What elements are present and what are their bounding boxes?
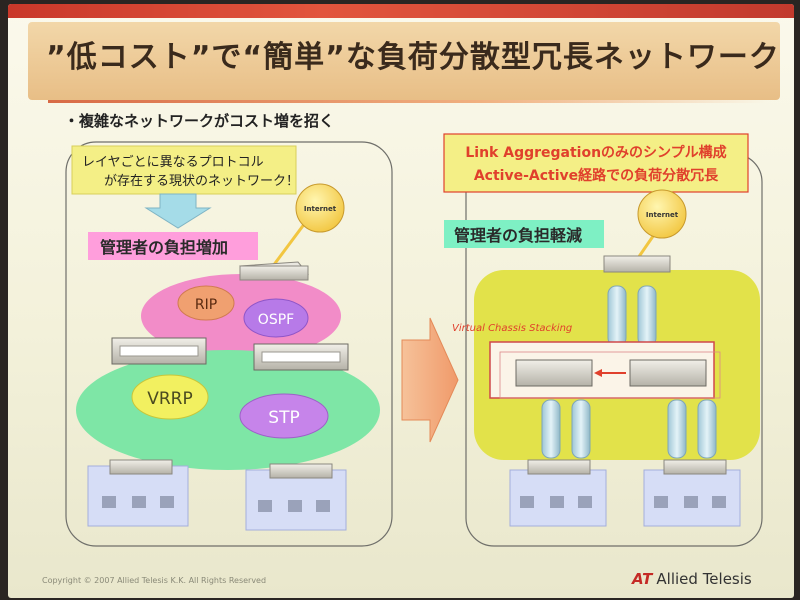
left-callout-line2: が存在する現状のネットワーク！ [104, 174, 299, 189]
left-pc-icon-1 [102, 496, 116, 508]
footer-copyright: Copyright © 2007 Allied Telesis K.K. All… [42, 576, 267, 585]
left-dist-switch-1-ports [119, 345, 199, 357]
left-pc-icon-6 [316, 500, 330, 512]
right-pc-icon-4 [654, 496, 668, 508]
right-header-box [443, 133, 749, 193]
right-header-line2: Active-Active経路での負荷分散冗長 [474, 167, 719, 184]
down-arrow-icon [144, 193, 212, 229]
network-diagram: レイヤごとに異なるプロトコル が存在する現状のネットワーク！ 管理者の負担増加 … [65, 133, 763, 547]
transition-arrow-icon [401, 317, 459, 443]
left-internet-label: Internet [304, 205, 337, 213]
left-pc-icon-4 [258, 500, 272, 512]
uplink-lag-1 [607, 285, 627, 347]
vcs-stack-arrowhead-icon [594, 369, 602, 377]
rip-bubble [177, 285, 235, 321]
left-pc-icon-5 [288, 500, 302, 512]
downlink-lag-1 [541, 399, 561, 459]
right-access-switch-2-icon [663, 459, 727, 475]
left-burden-label: 管理者の負担増加 [100, 238, 228, 257]
left-panel-frame [65, 141, 393, 547]
right-burden-label: 管理者の負担軽減 [454, 226, 582, 245]
brand-mark-icon: AT [632, 570, 653, 588]
left-internet-link [271, 218, 310, 267]
vcs-switch-1-icon [515, 359, 593, 387]
right-pc-icon-3 [578, 496, 592, 508]
title-underline [48, 100, 768, 103]
left-dist-switch-2-ports [261, 351, 341, 363]
vrrp-label: VRRP [147, 389, 193, 409]
vrrp-bubble [131, 374, 209, 420]
vcs-inner-frame [499, 351, 721, 399]
left-callout-box [71, 145, 297, 195]
slide: ”低コスト”で“簡単”な負荷分散型冗長ネットワーク ・複雑なネットワークがコスト… [8, 4, 794, 598]
left-access-switch-2-icon [269, 463, 333, 479]
downlink-lag-2 [571, 399, 591, 459]
left-pc-icon-2 [132, 496, 146, 508]
vcs-switch-2-icon [629, 359, 707, 387]
left-callout-line1: レイヤごとに異なるプロトコル [82, 154, 264, 170]
right-pc-icon-6 [712, 496, 726, 508]
right-burden-label-bg [444, 220, 604, 248]
bullet-point: ・複雑なネットワークがコスト増を招く [64, 112, 335, 130]
stp-bubble [239, 393, 329, 439]
right-pc-icon-1 [520, 496, 534, 508]
ospf-label: OSPF [258, 312, 294, 328]
right-pc-icon-2 [550, 496, 564, 508]
stp-label: STP [268, 408, 299, 428]
top-accent-band [8, 4, 794, 18]
brand-name: Allied Telesis [656, 570, 752, 588]
right-access-switch-1-icon [527, 459, 591, 475]
right-internet-label: Internet [646, 211, 679, 219]
vcs-label: Virtual Chassis Stacking [452, 323, 572, 334]
page-title: ”低コスト”で“簡単”な負荷分散型冗長ネットワーク [46, 40, 780, 75]
left-internet-cloud-icon [295, 183, 345, 233]
rip-label: RIP [195, 297, 217, 313]
downlink-lag-3 [667, 399, 687, 459]
right-pc-icon-5 [684, 496, 698, 508]
right-core-switch-icon [603, 255, 671, 273]
left-pc-icon-3 [160, 496, 174, 508]
left-core-switch-body [239, 265, 309, 281]
left-burden-label-bg [88, 232, 258, 260]
left-access-switch-1-icon [109, 459, 173, 475]
ospf-bubble [243, 298, 309, 338]
uplink-lag-2 [637, 285, 657, 347]
downlink-lag-4 [697, 399, 717, 459]
right-header-line1: Link Aggregationのみのシンプル構成 [465, 144, 726, 161]
right-internet-cloud-icon [637, 189, 687, 239]
title-bar [28, 22, 780, 100]
